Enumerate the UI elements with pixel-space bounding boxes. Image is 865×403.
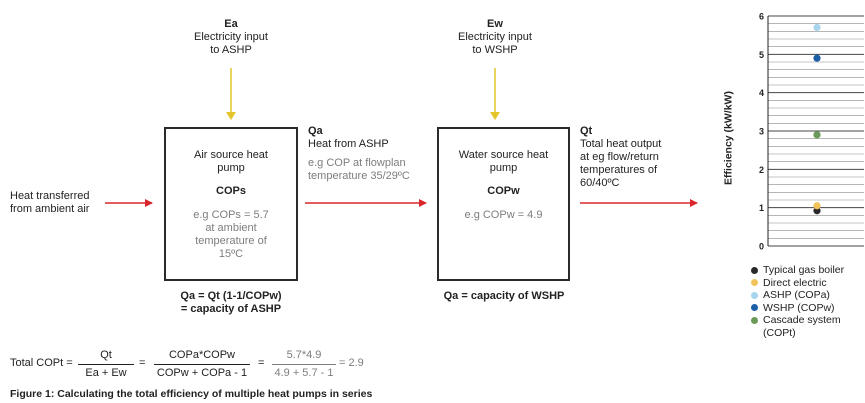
qa-line1: Heat from ASHP — [308, 138, 389, 150]
ambient-line1: Heat transferred — [10, 190, 90, 202]
formula-fraction-3: 5.7*4.9 4.9 + 5.7 - 1 — [272, 349, 336, 380]
ashp-title: Air source heat pump — [166, 149, 296, 175]
legend-item: Direct electric — [750, 277, 862, 290]
formula-f2-denominator: COPw + COPa - 1 — [156, 367, 248, 379]
legend-label: Direct electric — [763, 276, 827, 289]
y-tick-label: 5 — [759, 50, 764, 60]
qt-title: Qt — [580, 125, 593, 137]
ashp-example-line2: at ambient — [205, 222, 257, 234]
formula-fraction-2: COPa*COPw COPw + COPa - 1 — [154, 349, 250, 380]
ashp-capacity-line1: Qa = Qt (1-1/COPw) — [180, 290, 282, 302]
data-point — [813, 54, 821, 62]
qt-line2: at eg flow/return — [580, 151, 659, 163]
y-tick-label: 6 — [759, 12, 764, 22]
formula-result: = 2.9 — [339, 357, 364, 369]
qa-heat-label: Qa Heat from ASHP e.g COP at flowplan te… — [308, 125, 428, 183]
formula-fraction-1: Qt Ea + Ew — [78, 349, 134, 380]
data-point — [813, 207, 821, 215]
qa-example-line2: temperature 35/29ºC — [308, 170, 410, 182]
ashp-capacity-line2: = capacity of ASHP — [180, 303, 282, 315]
wshp-title-line1: Water source heat — [458, 149, 549, 161]
qt-line3: temperatures of — [580, 164, 658, 176]
ambient-line2: from ambient air — [10, 203, 90, 215]
qt-label: Qt Total heat output at eg flow/return t… — [580, 125, 690, 190]
ea-title: Ea — [224, 18, 238, 30]
formula-f1-denominator: Ea + Ew — [85, 367, 127, 379]
y-tick-label: 2 — [759, 165, 764, 175]
qa-example-line1: e.g COP at flowplan — [308, 157, 406, 169]
legend-item: Typical gas boiler — [750, 264, 862, 277]
formula-equals-2: = — [258, 357, 265, 369]
legend-marker — [751, 304, 758, 311]
formula-f1-numerator: Qt — [78, 349, 134, 365]
qa-title: Qa — [308, 125, 323, 137]
ashp-example-line1: e.g COPs = 5.7 — [193, 209, 269, 221]
data-point — [813, 23, 821, 32]
legend-label: Typical gas boiler — [763, 264, 845, 276]
ashp-example: e.g COPs = 5.7 at ambient temperature of… — [166, 209, 296, 261]
wshp-capacity-label: Qa = capacity of WSHP — [443, 290, 565, 302]
ashp-box: Air source heat pump COPs e.g COPs = 5.7… — [164, 127, 298, 281]
wshp-example: e.g COPw = 4.9 — [464, 209, 543, 221]
formula-f2-numerator: COPa*COPw — [154, 349, 250, 365]
formula-lhs: Total COPt = — [10, 357, 73, 369]
ea-arrow — [226, 68, 236, 120]
ashp-example-line3: temperature of — [195, 235, 267, 247]
formula-f3-denominator: 4.9 + 5.7 - 1 — [274, 367, 334, 379]
legend-marker — [751, 279, 758, 286]
y-tick-label: 1 — [759, 203, 764, 213]
legend-item: WSHP (COPw) — [750, 302, 862, 315]
y-tick-label: 3 — [759, 127, 764, 137]
ashp-title-line2: pump — [217, 162, 245, 174]
legend-label: ASHP (COPa) — [763, 289, 830, 301]
wshp-title-line2: pump — [489, 162, 518, 174]
ambient-heat-label: Heat transferred from ambient air — [10, 190, 110, 216]
ea-line2: to ASHP — [210, 44, 252, 56]
wshp-cop-label: COPw — [487, 185, 520, 197]
figure-caption: Figure 1: Calculating the total efficien… — [10, 388, 373, 400]
formula-equals-1: = — [139, 357, 146, 369]
data-point — [813, 202, 821, 210]
ew-line1: Electricity input — [458, 31, 532, 43]
y-tick-label: 4 — [759, 88, 764, 98]
ew-arrow — [490, 68, 500, 120]
data-point — [813, 131, 821, 139]
ew-label: Ew Electricity input to WSHP — [440, 18, 550, 57]
legend-item: Cascade system (COPt) — [750, 314, 862, 339]
ashp-capacity-label: Qa = Qt (1-1/COPw) = capacity of ASHP — [160, 290, 302, 316]
ew-line2: to WSHP — [472, 44, 518, 56]
ew-title: Ew — [487, 18, 503, 30]
wshp-title: Water source heat pump — [439, 149, 568, 175]
qt-line1: Total heat output — [580, 138, 662, 150]
wshp-box: Water source heat pump COPw e.g COPw = 4… — [437, 127, 570, 281]
legend-marker — [751, 266, 758, 274]
ashp-title-line1: Air source heat — [194, 149, 268, 161]
y-tick-label: 0 — [759, 242, 764, 252]
ashp-cop-label: COPs — [216, 185, 246, 197]
qt-line4: 60/40ºC — [580, 177, 620, 189]
legend-marker — [751, 291, 758, 299]
formula-f3-numerator: 5.7*4.9 — [272, 349, 336, 365]
ashp-example-line4: 15ºC — [218, 248, 244, 260]
legend-label: Cascade system (COPt) — [763, 314, 841, 339]
ea-label: Ea Electricity input to ASHP — [176, 18, 286, 57]
legend-item: ASHP (COPa) — [750, 289, 862, 302]
legend-label: WSHP (COPw) — [763, 301, 835, 314]
legend-marker — [751, 316, 758, 324]
ea-line1: Electricity input — [194, 31, 268, 43]
